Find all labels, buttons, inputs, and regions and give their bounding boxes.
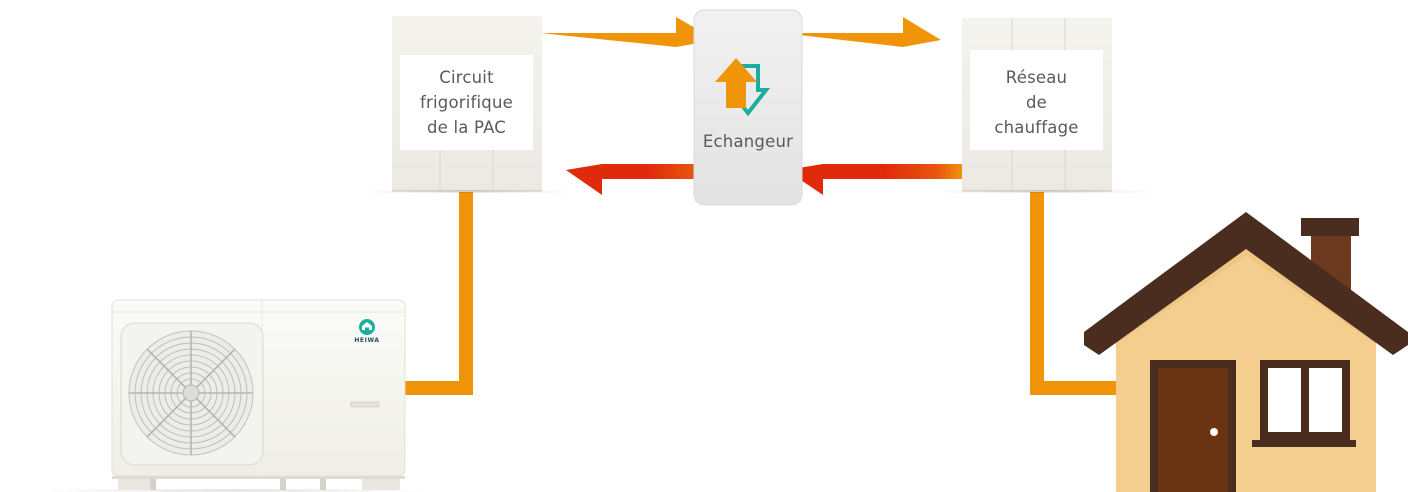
network-label: Réseau de chauffage bbox=[970, 65, 1103, 140]
circuit-block bbox=[360, 16, 575, 193]
exchanger-arrows-icon bbox=[715, 58, 771, 117]
network-label-line-1: Réseau bbox=[1005, 68, 1068, 87]
network-label-line-2: de bbox=[1025, 93, 1048, 112]
fan-icon bbox=[128, 330, 254, 456]
pipe-network-to-house bbox=[1030, 192, 1116, 395]
house-icon bbox=[1084, 212, 1408, 492]
network-label-line-3: chauffage bbox=[994, 118, 1079, 137]
network-block bbox=[930, 18, 1160, 193]
circuit-label: Circuit frigorifique de la PAC bbox=[400, 65, 533, 140]
cabinet-shadow bbox=[360, 190, 575, 193]
hot-flow-arrow-1 bbox=[540, 17, 716, 47]
hot-flow-arrow-2 bbox=[782, 17, 941, 47]
heiwa-logo-icon bbox=[359, 319, 375, 335]
circuit-label-line-1: Circuit bbox=[439, 68, 494, 87]
return-flow-arrow-1 bbox=[566, 164, 716, 195]
exchanger-label-text: Echangeur bbox=[702, 132, 794, 151]
heiwa-brand-text: HEIWA bbox=[354, 337, 380, 344]
cabinet-shadow bbox=[930, 190, 1160, 193]
circuit-label-line-3: de la PAC bbox=[426, 118, 507, 137]
pipe-circuit-to-heatpump bbox=[404, 192, 473, 395]
return-flow-arrow-2 bbox=[786, 164, 963, 195]
circuit-label-line-2: frigorifique bbox=[420, 93, 513, 112]
exchanger-block bbox=[693, 9, 803, 206]
exchanger-label: Echangeur bbox=[694, 129, 802, 154]
ground-shadow bbox=[40, 489, 430, 492]
